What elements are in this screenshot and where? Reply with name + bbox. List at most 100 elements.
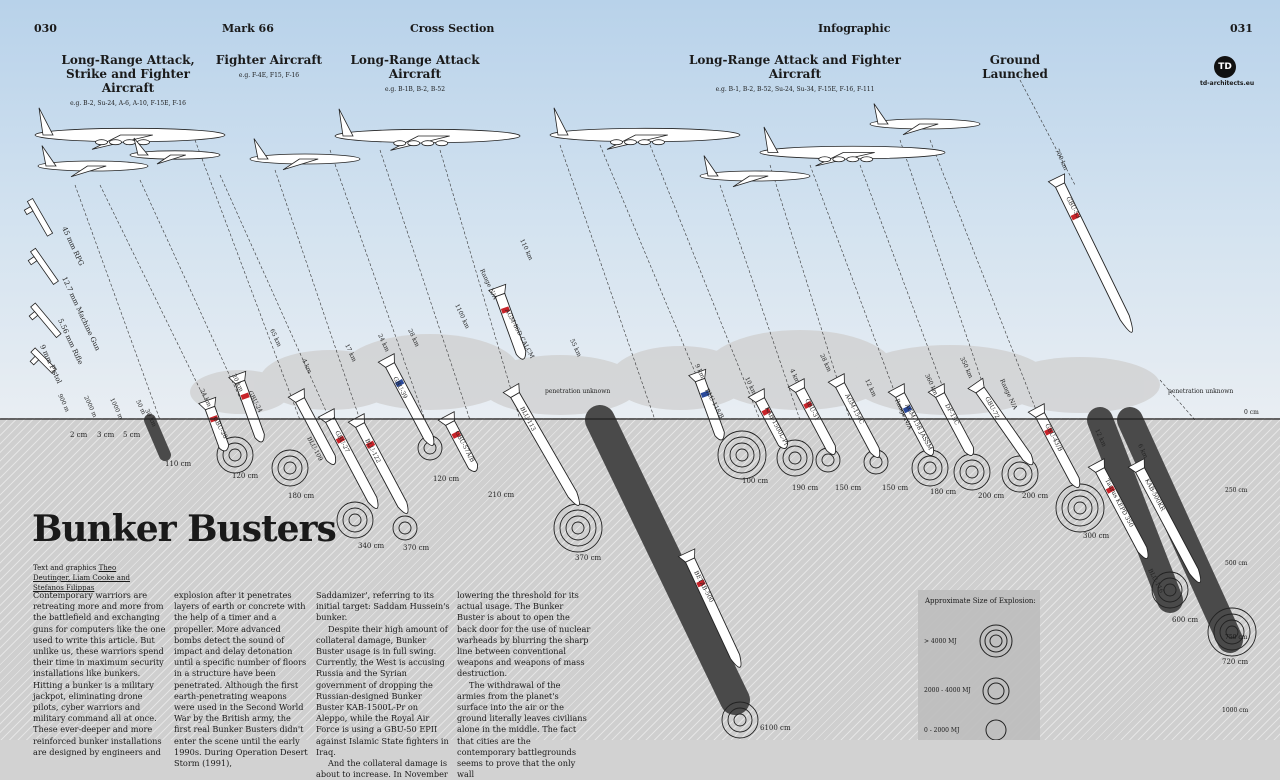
page-number-right: 031 xyxy=(1230,22,1253,35)
bomb-icon xyxy=(1027,403,1081,488)
penetration-depth-label: 120 cm xyxy=(232,472,259,480)
topic-label: Cross Section xyxy=(410,22,495,35)
range-label: 700 km xyxy=(1053,148,1069,172)
aircraft-group xyxy=(23,103,981,374)
fighter-aircraft xyxy=(699,155,811,188)
legend-medium-label: 2000 - 4000 MJ xyxy=(924,687,971,694)
small-arm-icon xyxy=(29,347,57,374)
body-column-4: lowering the threshold for its actual us… xyxy=(457,590,591,780)
penetration-depth-label: 150 cm xyxy=(835,484,862,492)
penetration-depth-label: 200 cm xyxy=(978,492,1005,500)
penetration-depth-label: 3 cm xyxy=(97,431,115,439)
bomb-icon xyxy=(927,383,975,456)
explosion-ring xyxy=(553,503,603,553)
legend-large-label: > 4000 MJ xyxy=(924,638,957,645)
small-arm-label: 9 mm Pistol xyxy=(38,343,63,385)
type-label: Infographic xyxy=(818,22,891,35)
bomb-icon xyxy=(198,396,230,452)
bomb-icon xyxy=(287,388,337,465)
bomb-icon xyxy=(967,377,1034,466)
penetration-depth-label: 5 cm xyxy=(123,431,141,439)
bomb-icon xyxy=(677,548,742,668)
depth-scale-1000: 1000 cm xyxy=(1222,707,1249,714)
explosion-size-legend: Approximate Size of Explosion: > 4000 MJ… xyxy=(918,590,1040,740)
penetration-depth-label: 110 cm xyxy=(165,460,192,468)
penetration-tunnel xyxy=(585,405,750,715)
bomb-icon xyxy=(1047,173,1133,333)
bomb-icon xyxy=(827,373,881,458)
bomber-aircraft xyxy=(34,107,226,150)
small-arm-label: 45 mm RPG xyxy=(60,225,85,267)
explosion-ring xyxy=(953,453,991,491)
explosion-ring xyxy=(392,515,418,541)
explosion-ring xyxy=(1055,483,1105,533)
bomb-icon xyxy=(688,368,725,441)
bomb-icon xyxy=(1127,458,1201,583)
explosion-ring xyxy=(1151,571,1189,609)
author-links[interactable]: Theo Deutinger, Liam Cooke and Stefanos … xyxy=(33,564,130,592)
bomb-icon xyxy=(747,388,788,449)
explosion-ring xyxy=(216,436,254,474)
fighter-aircraft xyxy=(129,137,221,165)
small-arm-icon xyxy=(27,247,59,286)
legend-rings xyxy=(979,624,1013,740)
trajectory-lines xyxy=(74,79,1196,421)
penetration-depth-label: 720 cm xyxy=(1222,658,1249,666)
category-ground-launched: Ground Launched xyxy=(982,53,1048,81)
penetration-depth-label: 300 cm xyxy=(1083,532,1110,540)
body-column-3: Saddamizer', referring to its initial ta… xyxy=(316,590,450,780)
credit-line: Text and graphics Theo Deutinger, Liam C… xyxy=(33,564,130,592)
section-name: Mark 66 xyxy=(222,22,274,35)
small-arm-label: 5.56 mm Rifle xyxy=(56,317,84,365)
penetration-depth-label: 190 cm xyxy=(792,484,819,492)
article-title: Bunker Busters xyxy=(32,508,337,550)
fighter-aircraft xyxy=(869,103,981,136)
page-number-left: 030 xyxy=(34,22,57,35)
body-column-2: explosion after it penetrates layers of … xyxy=(174,590,308,769)
depth-scale-750: 750 cm xyxy=(1225,634,1248,641)
depth-scale-250: 250 cm xyxy=(1225,487,1248,494)
bomb-icon xyxy=(1087,458,1149,559)
bomb-icon xyxy=(347,413,409,514)
small-arm-icon xyxy=(23,197,54,237)
bomber-aircraft xyxy=(759,126,946,167)
small-arm-range: 1000 m xyxy=(108,397,124,421)
penetration-depth-label: 370 cm xyxy=(575,554,602,562)
explosion-ring xyxy=(271,449,309,487)
small-arm-range: 2000 m xyxy=(82,395,98,419)
explosion-ring xyxy=(1207,607,1257,657)
td-logo: TD xyxy=(1214,56,1236,78)
explosion-rings xyxy=(216,430,1257,739)
penetration-depth-label: 150 cm xyxy=(882,484,909,492)
legend-small-label: 0 - 2000 MJ xyxy=(924,727,960,734)
penetration-depth-label: 370 cm xyxy=(403,544,430,552)
explosion-ring xyxy=(776,439,814,477)
penetration-tunnels xyxy=(144,405,1243,715)
penetration-unknown-label: penetration unknown xyxy=(545,388,610,395)
penetration-tunnel xyxy=(1117,407,1243,653)
range-label: 55 km xyxy=(568,338,582,358)
depth-scale-500: 500 cm xyxy=(1225,560,1248,567)
penetration-depth-label: 200 cm xyxy=(1022,492,1049,500)
bomb-icon xyxy=(377,353,435,446)
penetration-depth-label: 210 cm xyxy=(488,491,515,499)
bomber-aircraft xyxy=(334,108,521,151)
legend-title: Approximate Size of Explosion: xyxy=(925,597,1036,605)
bomb-icon xyxy=(488,283,527,360)
penetration-tunnel xyxy=(1087,407,1183,613)
penetration-depth-label: 120 cm xyxy=(433,475,460,483)
explosion-ring xyxy=(721,701,759,739)
logo-url[interactable]: td-architects.eu xyxy=(1200,80,1255,87)
range-label: 110 km xyxy=(518,238,534,262)
bomber-aircraft xyxy=(549,107,741,150)
explosion-ring xyxy=(717,430,767,480)
range-label: 65 km xyxy=(268,328,282,348)
bomb-icon xyxy=(502,382,580,506)
range-label: Range N/A xyxy=(478,268,499,301)
penetration-depth-label: 6100 cm xyxy=(760,724,791,732)
bomb-icon xyxy=(317,408,379,509)
